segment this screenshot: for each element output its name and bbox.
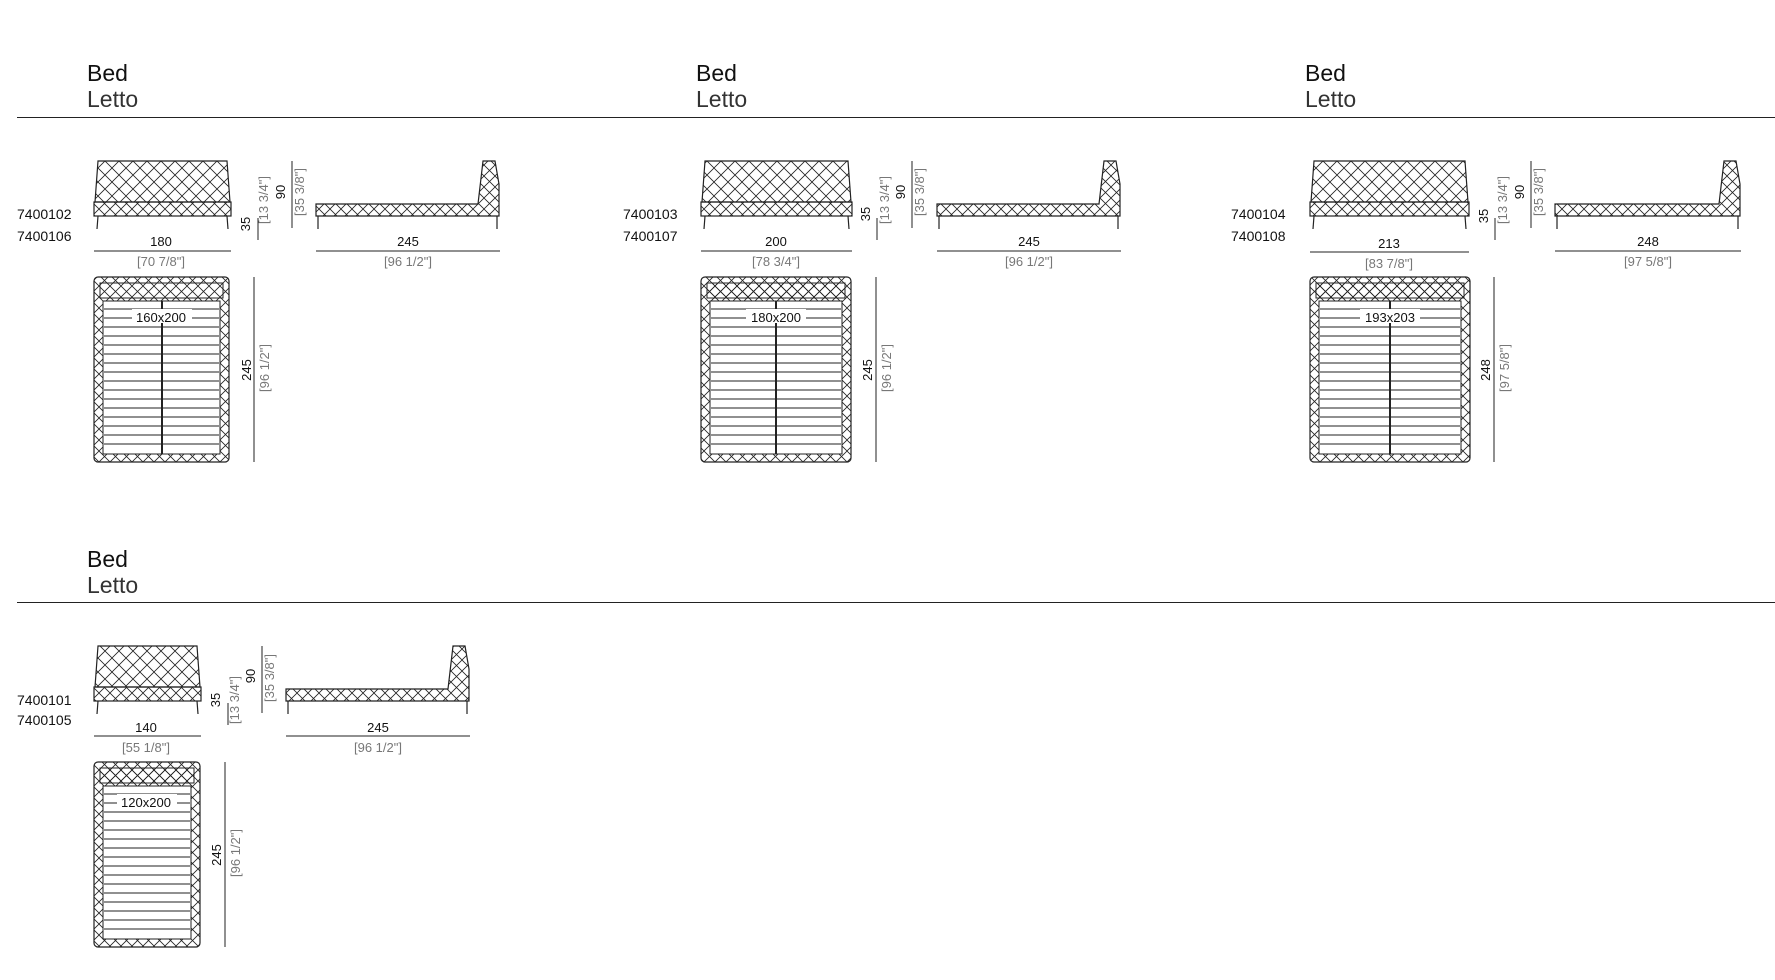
length-dim: 245	[1018, 234, 1040, 249]
top-divider	[17, 117, 1775, 118]
length-dim-inch: [96 1/2"]	[354, 740, 402, 755]
front-view	[700, 160, 853, 230]
product-code: 7400108	[1231, 228, 1286, 244]
width-dim-inch: [83 7/8"]	[1365, 256, 1413, 271]
plan-view	[700, 276, 852, 463]
seat-height-dim: 35	[238, 217, 253, 231]
length-dim: 248	[1637, 234, 1659, 249]
mattress-size: 193x203	[1365, 310, 1415, 325]
section-3-subtitle: Letto	[1305, 86, 1357, 112]
section-2-title: Bed	[696, 60, 737, 86]
headboard-height-dim-inch: [35 3/8"]	[292, 168, 307, 216]
mattress-size: 160x200	[136, 310, 186, 325]
width-dim-inch: [70 7/8"]	[137, 254, 185, 269]
length-dim-inch: [96 1/2"]	[384, 254, 432, 269]
length-dim-inch: [96 1/2"]	[1005, 254, 1053, 269]
headboard-height-dim-inch: [35 3/8"]	[1531, 168, 1546, 216]
seat-height-dim-inch: [13 3/4"]	[227, 676, 242, 724]
headboard-height-dim: 90	[1512, 185, 1527, 199]
seat-height-dim-inch: [13 3/4"]	[877, 176, 892, 224]
width-dim: 200	[765, 234, 787, 249]
plan-view	[1309, 276, 1471, 463]
width-dim-inch: [78 3/4"]	[752, 254, 800, 269]
mattress-size: 180x200	[751, 310, 801, 325]
length-dim: 245	[397, 234, 419, 249]
section-1-title: Bed	[87, 60, 128, 86]
product-code: 7400107	[623, 228, 678, 244]
front-view	[93, 160, 232, 230]
plan-length-dim: 245	[860, 359, 875, 381]
section-1-subtitle: Letto	[87, 86, 139, 112]
plan-length-dim-inch: [96 1/2"]	[228, 829, 243, 877]
headboard-height-dim: 90	[893, 185, 908, 199]
side-view	[285, 645, 470, 714]
product-code: 7400103	[623, 206, 678, 222]
product-code: 7400102	[17, 206, 72, 222]
plan-length-dim: 245	[239, 359, 254, 381]
headboard-height-dim: 90	[243, 669, 258, 683]
side-view	[315, 160, 500, 229]
headboard-height-dim-inch: [35 3/8"]	[912, 168, 927, 216]
plan-length-dim-inch: [97 5/8"]	[1497, 344, 1512, 392]
length-dim-inch: [97 5/8"]	[1624, 254, 1672, 269]
product-code: 7400106	[17, 228, 72, 244]
section-4-subtitle: Letto	[87, 572, 139, 598]
section-4-title: Bed	[87, 546, 128, 572]
width-dim-inch: [55 1/8"]	[122, 740, 170, 755]
product-code: 7400104	[1231, 206, 1286, 222]
front-view	[93, 645, 202, 715]
seat-height-dim-inch: [13 3/4"]	[256, 176, 271, 224]
plan-length-dim: 248	[1478, 359, 1493, 381]
plan-length-dim-inch: [96 1/2"]	[879, 344, 894, 392]
bottom-divider	[17, 602, 1775, 603]
seat-height-dim: 35	[208, 693, 223, 707]
product-code: 7400101	[17, 692, 72, 708]
section-2-subtitle: Letto	[696, 86, 748, 112]
section-3-title: Bed	[1305, 60, 1346, 86]
side-view	[936, 160, 1121, 229]
headboard-height-dim: 90	[273, 185, 288, 199]
front-view	[1309, 160, 1470, 230]
width-dim: 180	[150, 234, 172, 249]
seat-height-dim: 35	[858, 207, 873, 221]
length-dim: 245	[367, 720, 389, 735]
seat-height-dim: 35	[1476, 209, 1491, 223]
seat-height-dim-inch: [13 3/4"]	[1495, 176, 1510, 224]
width-dim: 140	[135, 720, 157, 735]
product-code: 7400105	[17, 712, 72, 728]
width-dim: 213	[1378, 236, 1400, 251]
mattress-size: 120x200	[121, 795, 171, 810]
side-view	[1554, 160, 1741, 229]
plan-length-dim-inch: [96 1/2"]	[257, 344, 272, 392]
plan-view	[93, 276, 230, 463]
headboard-height-dim-inch: [35 3/8"]	[262, 654, 277, 702]
plan-length-dim: 245	[209, 844, 224, 866]
plan-view	[93, 761, 201, 948]
